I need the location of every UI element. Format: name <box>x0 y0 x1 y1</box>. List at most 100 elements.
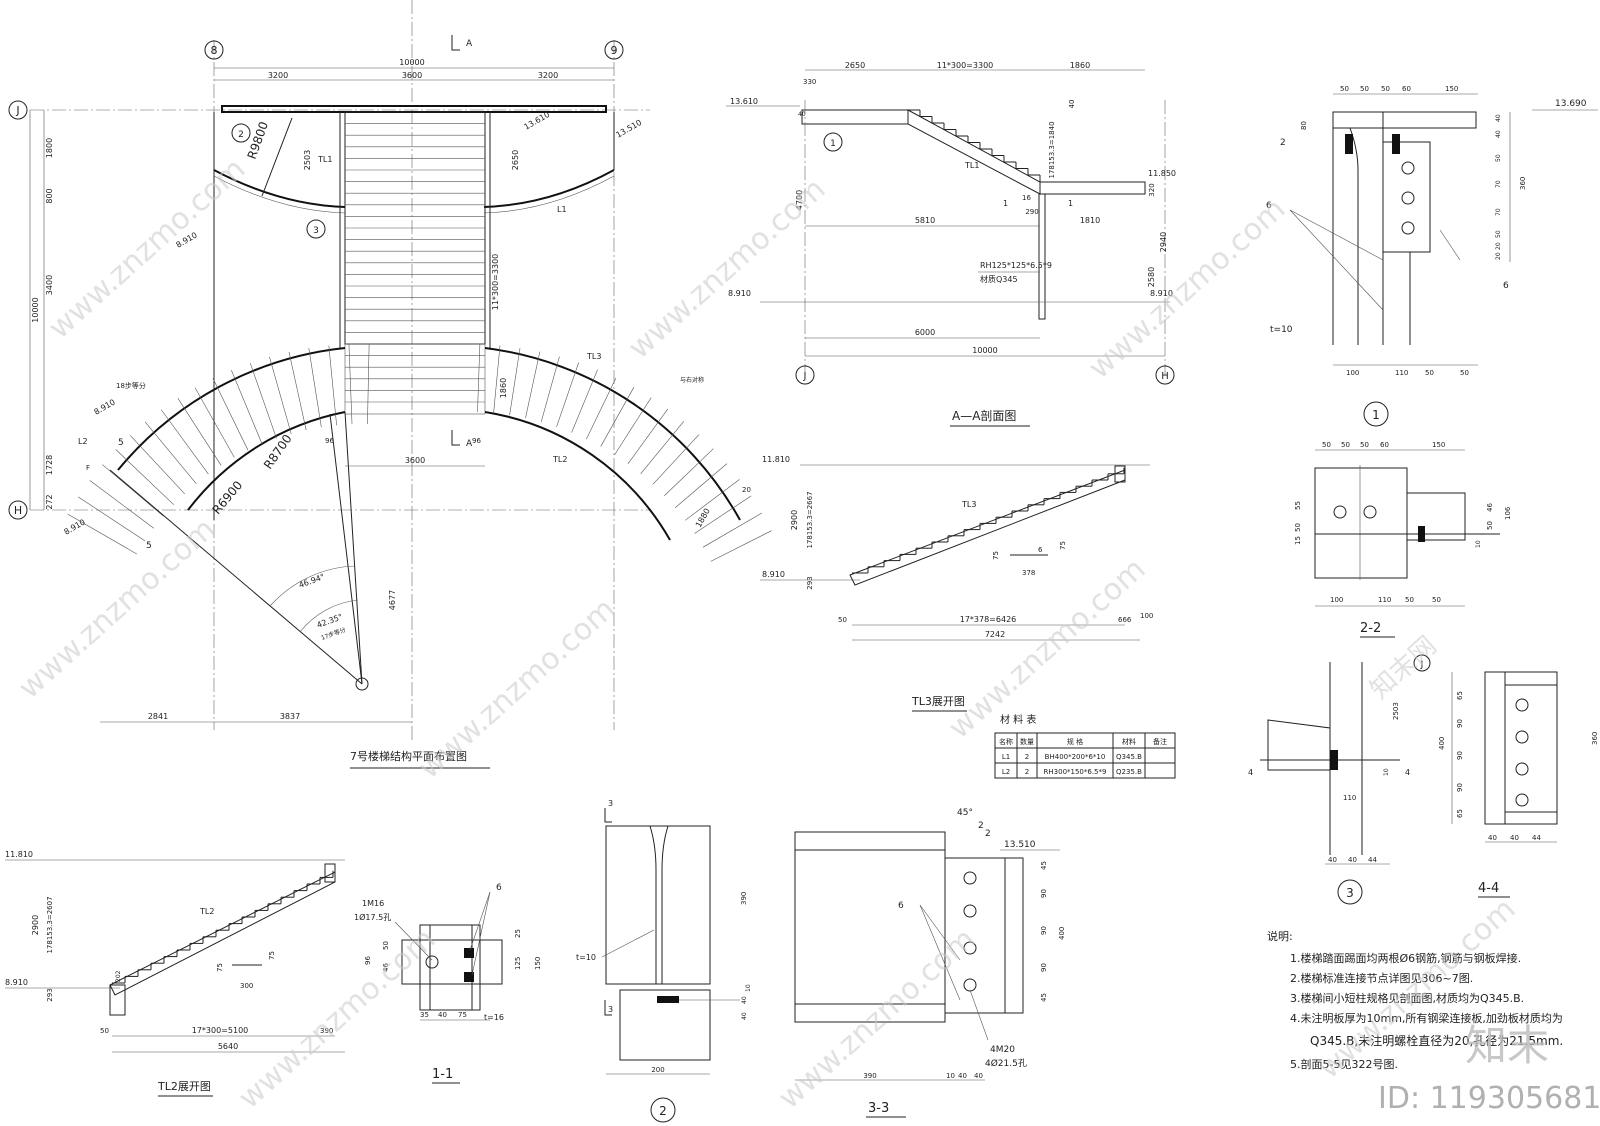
label-symmetric: 与右对称 <box>680 376 704 384</box>
aa-elev-bottom-left: 8.910 <box>728 289 751 298</box>
d11-bolt <box>425 955 439 969</box>
dim-top-1: 3200 <box>268 71 288 80</box>
tread-line <box>67 513 137 555</box>
detail-1-1: 6 1M16 1Ø17.5孔 t=16 96 50 46 35 40 75 12… <box>354 883 542 1084</box>
watermark-brand: 知末网 <box>1365 631 1443 705</box>
d3-dim: 40 <box>1328 856 1337 864</box>
label-l2: L2 <box>78 437 88 446</box>
dim-top-2: 3600 <box>402 71 422 80</box>
tread-line <box>710 530 772 562</box>
label-tl3: TL3 <box>586 352 601 361</box>
d1-dim-top: 150 <box>1445 85 1458 93</box>
d22-dim-bottom: 110 <box>1378 596 1391 604</box>
dim-1860: 1860 <box>499 378 508 398</box>
d33-angle: 45° <box>957 808 973 818</box>
d22-weld <box>1418 526 1425 542</box>
aa-label-rh: RH125*125*6.5*9 <box>980 261 1052 270</box>
d44-dim: 90 <box>1456 719 1464 728</box>
d44-dim: 44 <box>1532 834 1541 842</box>
d3-weld <box>1330 750 1338 770</box>
tread-line <box>348 344 353 425</box>
d1-dim-right: 50 <box>1495 230 1502 238</box>
tl3-dim-100: 100 <box>1140 612 1153 620</box>
notes-line: 2.楼梯标准连接节点详图见306~7图. <box>1290 971 1473 985</box>
tread-line <box>702 512 763 548</box>
d33-dim-390: 390 <box>863 1072 876 1080</box>
d1-leader <box>1289 209 1384 311</box>
tl2-label: TL2 <box>199 907 214 916</box>
dim-1880: 1880 <box>694 507 712 529</box>
tread-line <box>540 356 560 423</box>
watermark-text: www.znzmo.com <box>772 922 982 1116</box>
d33-weld-leader <box>919 904 961 961</box>
tl2-dim-50: 50 <box>100 1027 109 1035</box>
tread-line <box>115 449 174 505</box>
curved-beam-l1-left-inner <box>213 175 346 214</box>
d11-bolt-leader <box>394 921 433 961</box>
tl2-top-plate <box>324 863 336 883</box>
d1-top-plate <box>1332 111 1477 129</box>
d44-dim: 65 <box>1456 809 1464 818</box>
elev-plan-5: 8.910 <box>63 517 87 536</box>
material-cell: BH400*200*6*10 <box>1045 753 1106 761</box>
material-header-material: 材料 <box>1122 737 1136 746</box>
d11-weld <box>464 972 474 982</box>
d11-dim: 25 <box>514 929 522 938</box>
d33-bolt-label: 4M20 <box>990 1045 1015 1055</box>
tl2-base <box>109 984 126 1016</box>
radius-r6900: R6900 <box>210 478 246 517</box>
notes-line: 3.楼梯间小短柱规格见剖面图,材质均为Q345.B. <box>1290 991 1524 1005</box>
watermark-text: www.znzmo.com <box>12 512 222 706</box>
d33-end-plate <box>1004 857 1024 1014</box>
aa-dim-1810: 1810 <box>1080 216 1100 225</box>
d2-title: 2 <box>659 1104 667 1118</box>
d22-dim-top: 150 <box>1432 441 1445 449</box>
plan-title: 7号楼梯结构平面布置图 <box>350 749 467 763</box>
aa-dim-330: 330 <box>803 78 816 86</box>
curved-beam-l1-right <box>483 169 615 208</box>
tread-lines <box>345 123 485 403</box>
d22-dim-bottom: 50 <box>1405 596 1414 604</box>
d44-bolt <box>1515 698 1529 712</box>
tread-line <box>600 387 635 447</box>
notes-line: 1.楼梯踏面踢面均两根Ø6钢筋,钢筋与钢板焊接. <box>1290 951 1521 965</box>
d3-dim-110: 110 <box>1343 794 1356 802</box>
aa-mark-1a: 1 <box>1003 199 1008 208</box>
d22-dim: 106 <box>1504 506 1512 520</box>
material-header-name: 名称 <box>999 737 1013 746</box>
section-mark-a-bottom <box>451 430 460 446</box>
tl2-dim-300: 300 <box>240 982 253 990</box>
aa-dim-4700: 4700 <box>795 190 804 210</box>
aa-dim-2940: 2940 <box>1159 232 1168 252</box>
d2-base <box>619 989 711 1061</box>
aa-dim-5810: 5810 <box>915 216 935 225</box>
d11-thickness: t=16 <box>484 1013 504 1022</box>
d3-dim-2503: 2503 <box>1392 702 1400 720</box>
d1-weld-6a: 6 <box>1266 201 1272 211</box>
d1-label-t10: t=10 <box>1270 325 1293 335</box>
axis-bubble-j <box>8 100 28 120</box>
radius-r9800: R9800 <box>245 120 271 161</box>
d33-bolt <box>963 904 977 918</box>
tread-line <box>269 356 292 434</box>
tl3-top-plate <box>1114 465 1126 483</box>
section-a-bottom: A <box>466 439 473 449</box>
dim-top-3: 3200 <box>538 71 558 80</box>
d33-dim-400: 400 <box>1058 927 1066 940</box>
d2-section-mark-top <box>604 808 612 823</box>
tread-line <box>652 434 700 485</box>
d2-mark-3b: 3 <box>608 1005 613 1014</box>
d44-channel <box>1504 671 1558 825</box>
d22-dim: 46 <box>1486 503 1494 512</box>
d1-bolt <box>1401 221 1415 235</box>
d2-column <box>605 825 711 985</box>
dim-2503: 2503 <box>303 150 312 170</box>
tl3-title: TL3展开图 <box>911 695 965 708</box>
d2-section-mark-bottom <box>604 1000 612 1016</box>
aa-dim-1840: 178153.3=1840 <box>1048 121 1056 178</box>
tl3-dim-2900: 2900 <box>790 510 799 530</box>
misc-20: 20 <box>742 486 751 494</box>
aa-dim-6000: 6000 <box>915 328 935 337</box>
tl2-dim-2607: 178153.3=2607 <box>46 896 54 953</box>
d2-dim-40a: 40 <box>741 996 748 1004</box>
